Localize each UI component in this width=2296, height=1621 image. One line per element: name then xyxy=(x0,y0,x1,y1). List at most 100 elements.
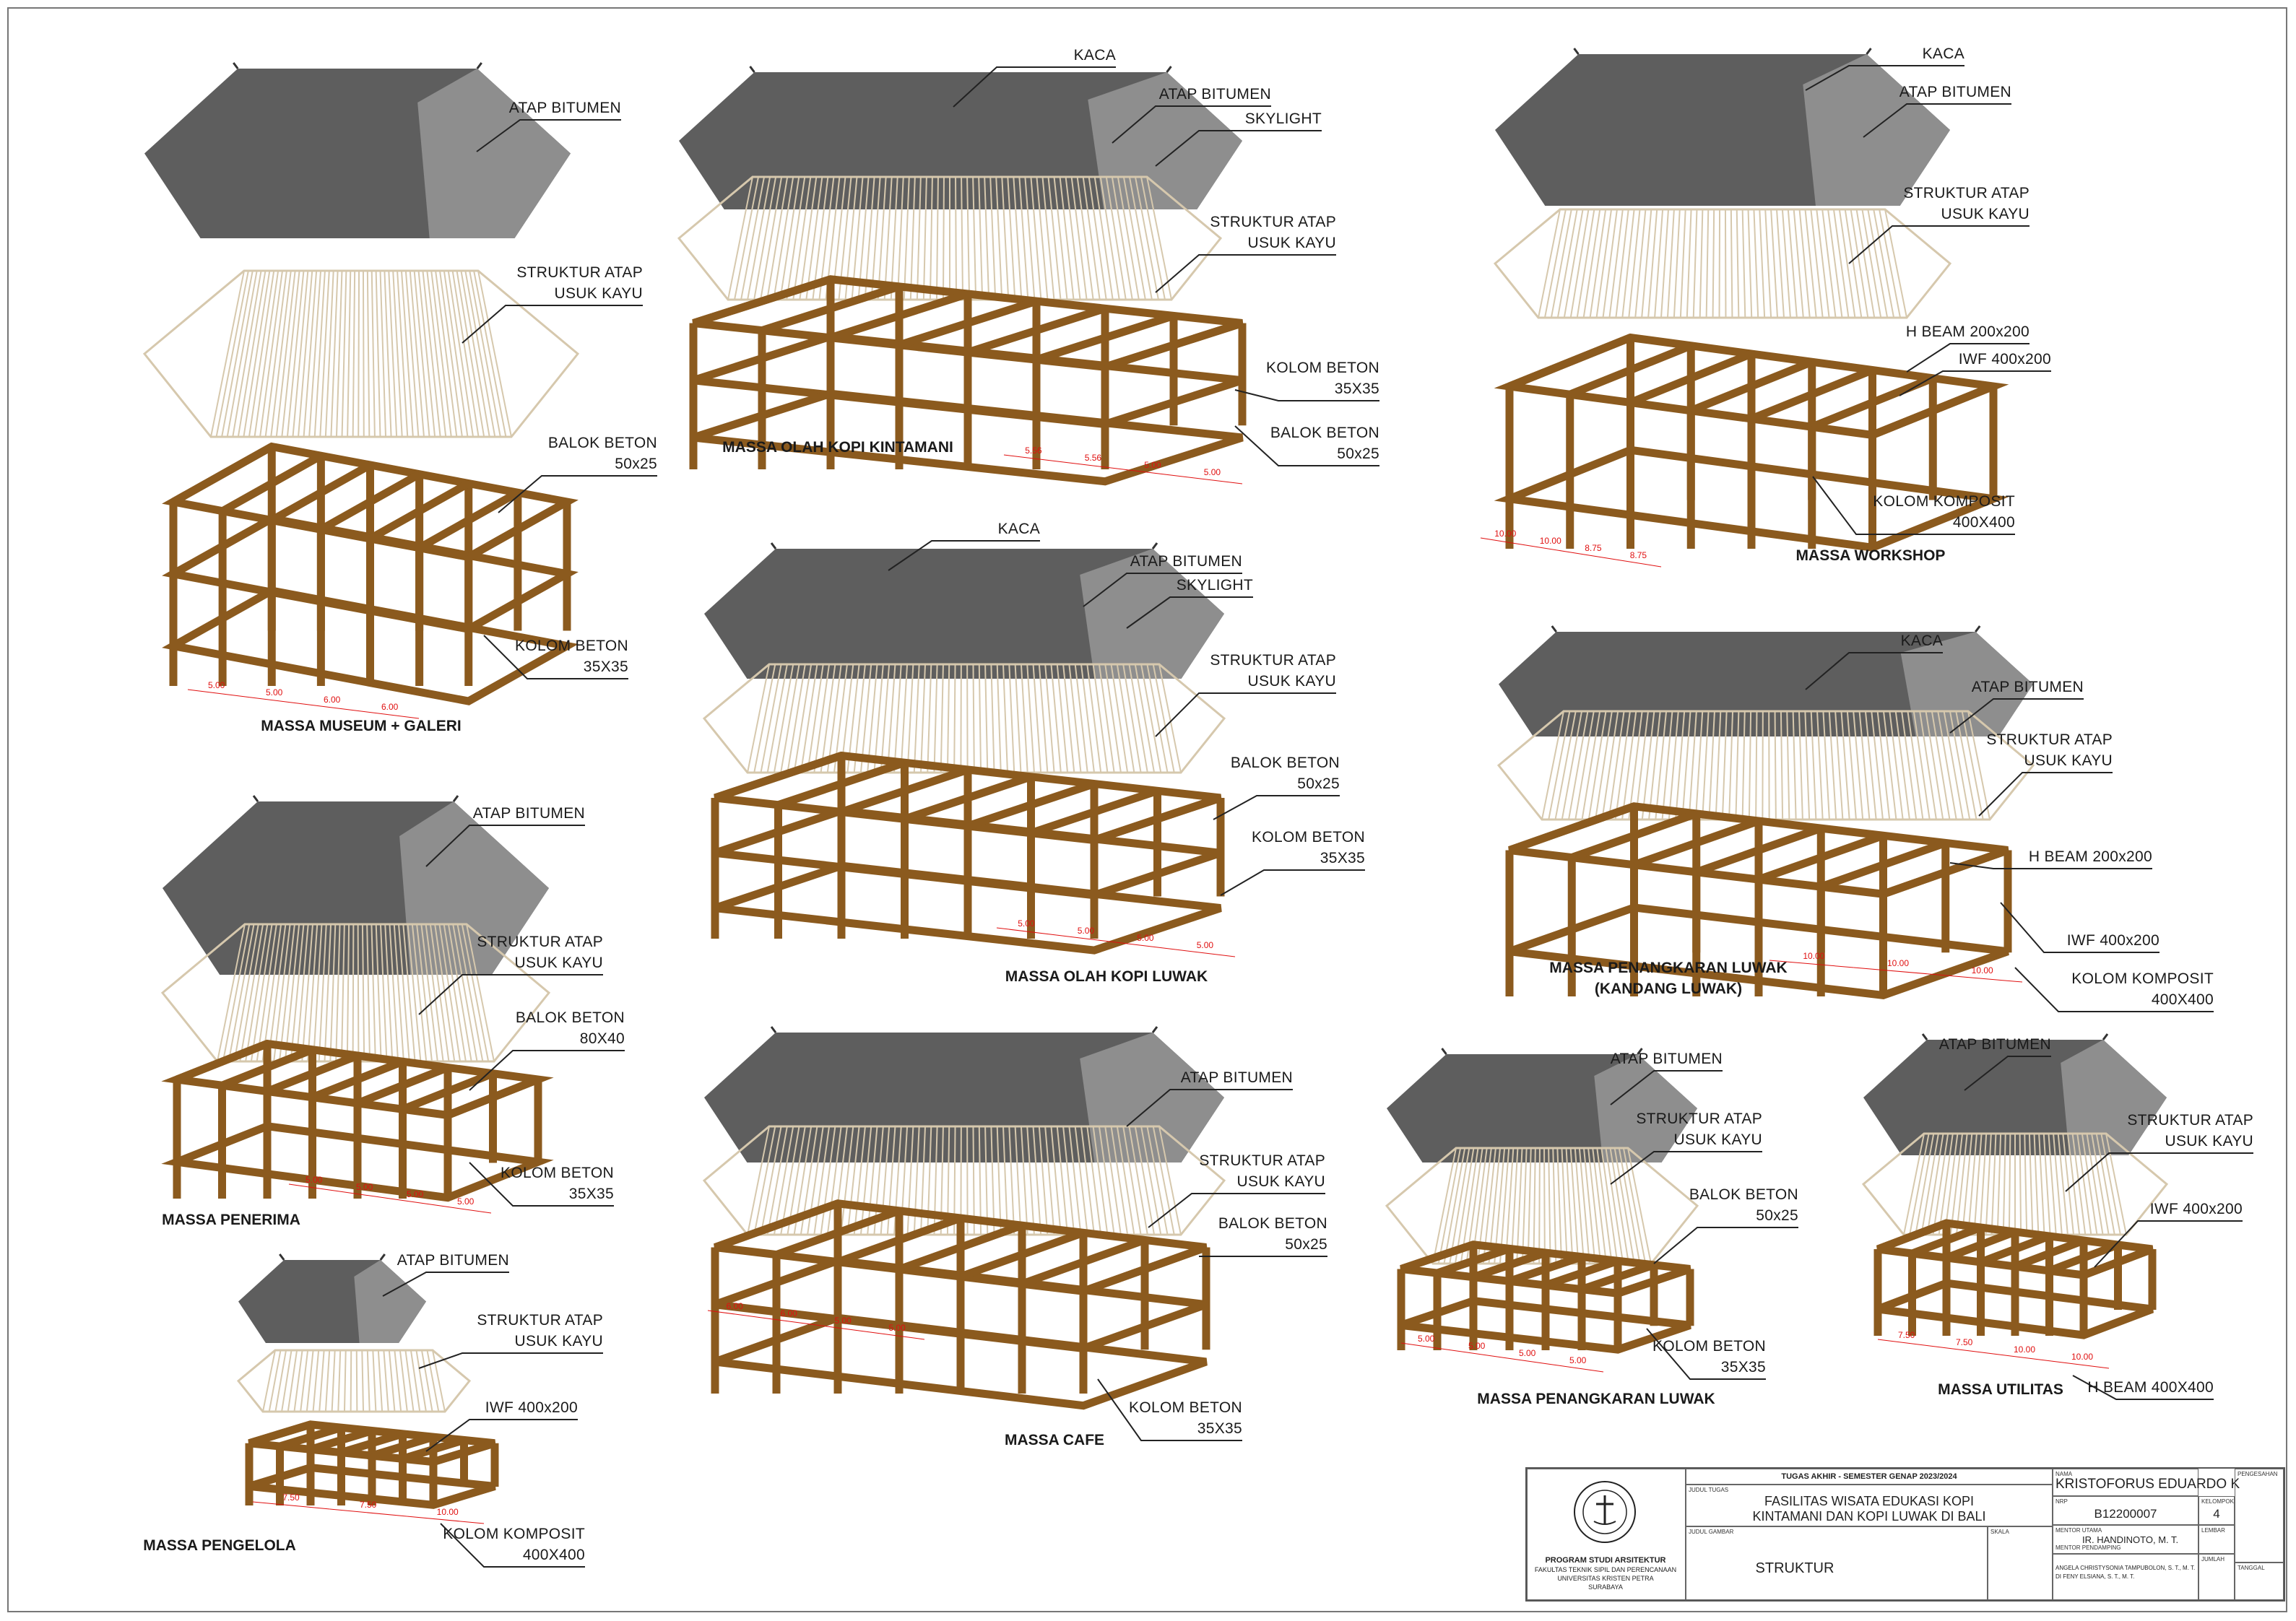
rafter xyxy=(1618,1147,1641,1264)
rafter xyxy=(237,270,267,438)
rafter xyxy=(329,924,337,1062)
rafter xyxy=(1082,176,1101,300)
rafter xyxy=(331,1350,336,1412)
rafter xyxy=(2019,1133,2022,1235)
leader-line xyxy=(1148,1193,1325,1228)
roof-hip xyxy=(1803,54,1950,206)
rafter xyxy=(1576,209,1595,318)
leader-line xyxy=(1155,254,1336,293)
rafter xyxy=(1002,664,1008,773)
rafter xyxy=(1787,209,1798,318)
rafter xyxy=(281,1350,293,1412)
rafter xyxy=(287,1350,298,1412)
leader-line xyxy=(469,1162,614,1207)
tb-lembar-cell: LEMBAR xyxy=(2198,1525,2235,1554)
rafter xyxy=(1152,1126,1175,1235)
rafter xyxy=(1146,176,1172,300)
rafter xyxy=(335,270,343,438)
rafter xyxy=(438,924,462,1062)
dimension-line xyxy=(245,696,304,705)
leader-line xyxy=(2014,967,2214,1012)
rafter xyxy=(1705,209,1710,318)
rafter xyxy=(933,664,938,773)
rafter xyxy=(1062,1126,1075,1235)
rafter xyxy=(362,270,365,438)
rafter xyxy=(873,664,884,773)
rafter xyxy=(1962,1133,1973,1235)
roof-ornament xyxy=(749,66,1172,73)
beam xyxy=(1881,846,2009,898)
rafter xyxy=(1628,209,1641,318)
tb-nama-cell: NAMA KRISTOFORUS EDUARDO K xyxy=(2053,1469,2240,1496)
mass-7: 6.006.005.005.00 xyxy=(702,1026,1327,1441)
leader-line xyxy=(2094,1220,2243,1268)
rafter xyxy=(1516,1147,1523,1264)
beam xyxy=(309,1427,373,1453)
rafter xyxy=(946,664,950,773)
mass-8-label-1: ATAP BITUMEN xyxy=(1610,1051,1723,1067)
rafter xyxy=(1712,209,1715,318)
rafter xyxy=(1548,1147,1551,1264)
rafter xyxy=(2038,1133,2045,1235)
rafter xyxy=(1628,710,1643,820)
mass-10-label-1: ATAP BITUMEN xyxy=(397,1252,509,1269)
rafter xyxy=(1654,209,1664,318)
rafter xyxy=(1128,664,1148,773)
rafter xyxy=(1140,1126,1162,1235)
rafter xyxy=(402,924,416,1062)
beam xyxy=(840,765,969,816)
rafter xyxy=(1128,1126,1148,1235)
rafter xyxy=(1747,209,1753,318)
rafter xyxy=(1013,176,1023,300)
beam xyxy=(1689,358,1814,414)
tb-nrp: B12200007 xyxy=(2094,1507,2157,1521)
rafter xyxy=(1622,1147,1647,1264)
dimension-text: 5.00 xyxy=(1569,1355,1587,1365)
beam xyxy=(368,479,471,542)
dimension-text: 5.00 xyxy=(835,1316,852,1326)
leader-line xyxy=(888,540,1040,571)
rafter xyxy=(1858,710,1871,820)
rafter xyxy=(2002,1133,2006,1235)
dimension-text: 5.56 xyxy=(1025,446,1042,456)
rafter xyxy=(330,270,339,438)
rafter xyxy=(1605,1147,1624,1264)
rafter xyxy=(404,270,420,438)
rafter xyxy=(228,924,255,1062)
rafter xyxy=(813,664,831,773)
rafter xyxy=(1595,710,1613,820)
rafter xyxy=(2081,1133,2098,1235)
rafter xyxy=(1014,1126,1022,1235)
rafter xyxy=(1134,664,1156,773)
rafter xyxy=(1146,664,1169,773)
rafter xyxy=(1798,710,1803,820)
rafter xyxy=(1699,209,1704,318)
mass-4-title: MASSA OLAH KOPI LUWAK xyxy=(1005,968,1208,985)
leader-line xyxy=(1112,105,1271,144)
rafter xyxy=(1931,710,1951,820)
rafter xyxy=(1056,664,1069,773)
tb-faculty-sub2: UNIVERSITAS KRISTEN PETRA xyxy=(1557,1575,1654,1582)
beam xyxy=(171,443,274,505)
rafter xyxy=(301,924,313,1062)
rafter xyxy=(284,924,300,1062)
roof-hip xyxy=(399,801,549,975)
rafter xyxy=(978,176,984,300)
beam xyxy=(1629,349,1754,407)
tb-faculty: PROGRAM STUDI ARSITEKTUR xyxy=(1545,1556,1666,1565)
rafter xyxy=(1026,664,1035,773)
rafter xyxy=(972,176,977,300)
mass-9-label-4: H BEAM 400X400 xyxy=(2087,1379,2214,1396)
rafter xyxy=(1792,710,1797,820)
rafter xyxy=(2095,1133,2115,1235)
rafter xyxy=(1804,209,1817,318)
rafter xyxy=(996,664,1002,773)
rafter xyxy=(1938,1133,1954,1235)
rafter xyxy=(1736,209,1740,318)
